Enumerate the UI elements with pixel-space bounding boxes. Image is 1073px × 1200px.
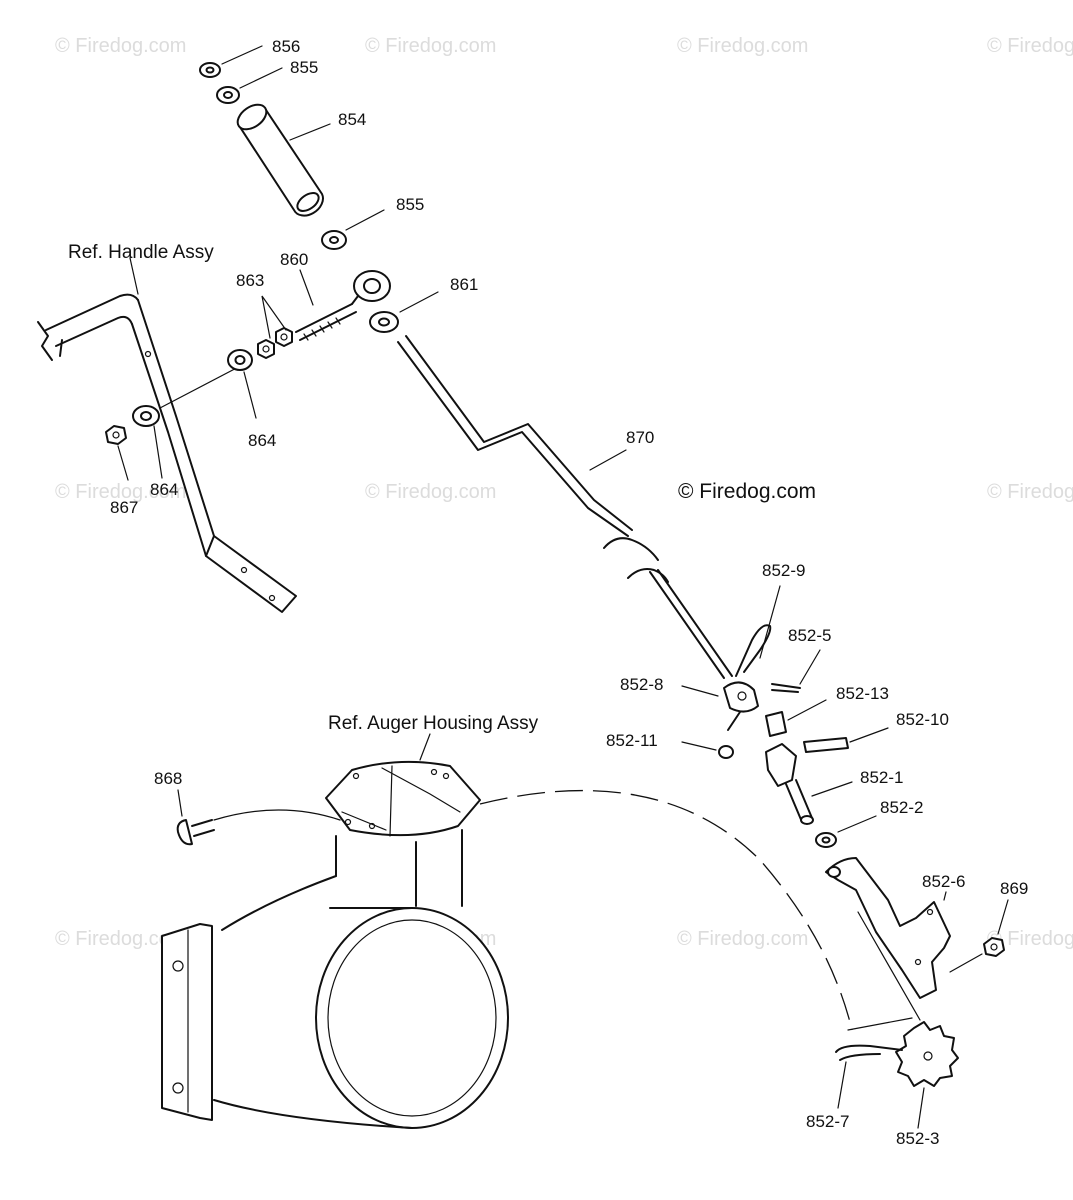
part-label-852-1: 852-1 <box>860 768 903 787</box>
watermark: © Firedog.com <box>987 35 1073 57</box>
handle-assembly-drawing <box>37 270 391 613</box>
part-label-870: 870 <box>626 428 654 447</box>
part-label-855-lower: 855 <box>396 195 424 214</box>
part-label-868: 868 <box>154 769 182 788</box>
watermark: © Firedog.com <box>987 481 1073 503</box>
ref-auger-housing-label: Ref. Auger Housing Assy <box>328 713 539 734</box>
watermark: © Firedog.com <box>55 481 186 503</box>
part-label-852-5: 852-5 <box>788 626 831 645</box>
part-label-852-10: 852-10 <box>896 710 949 729</box>
part-label-855: 855 <box>290 58 318 77</box>
watermark: © Firedog.com <box>365 35 496 57</box>
upper-parts-drawing <box>199 62 399 333</box>
part-label-864-right: 864 <box>248 431 276 450</box>
auger-housing-drawing <box>161 760 509 1129</box>
part-label-852-7: 852-7 <box>806 1112 849 1131</box>
watermark: © Firedog.com <box>677 35 808 57</box>
part-label-852-3: 852-3 <box>896 1129 939 1148</box>
watermark: © Firedog.com <box>987 928 1073 950</box>
part-label-852-8: 852-8 <box>620 675 663 694</box>
part-label-864-left: 864 <box>150 480 178 499</box>
part-label-852-2: 852-2 <box>880 798 923 817</box>
carriage-bolt-drawing <box>176 809 341 846</box>
rotation-path-tick <box>847 1017 913 1031</box>
rotation-path <box>479 790 853 1031</box>
part-label-863: 863 <box>236 271 264 290</box>
part-label-852-6: 852-6 <box>922 872 965 891</box>
part-label-861: 861 <box>450 275 478 294</box>
copyright-notice: © Firedog.com <box>678 480 816 503</box>
part-label-852-11: 852-11 <box>606 731 658 750</box>
watermark: © Firedog.com <box>365 481 496 503</box>
watermark: © Firedog.com <box>55 35 186 57</box>
shift-rod-drawing <box>397 335 733 679</box>
watermark: © Firedog.com <box>677 928 808 950</box>
leader-lines <box>117 45 1009 1129</box>
part-label-867: 867 <box>110 498 138 517</box>
part-label-852-13: 852-13 <box>836 684 889 703</box>
part-label-854: 854 <box>338 110 366 129</box>
ref-handle-assy-label: Ref. Handle Assy <box>68 242 214 263</box>
watermark: © Firedog.com <box>55 928 186 950</box>
part-label-860: 860 <box>280 250 308 269</box>
part-label-852-9: 852-9 <box>762 561 805 580</box>
part-label-856: 856 <box>272 37 300 56</box>
part-label-869: 869 <box>1000 879 1028 898</box>
linkage-parts-drawing <box>718 624 1005 1087</box>
